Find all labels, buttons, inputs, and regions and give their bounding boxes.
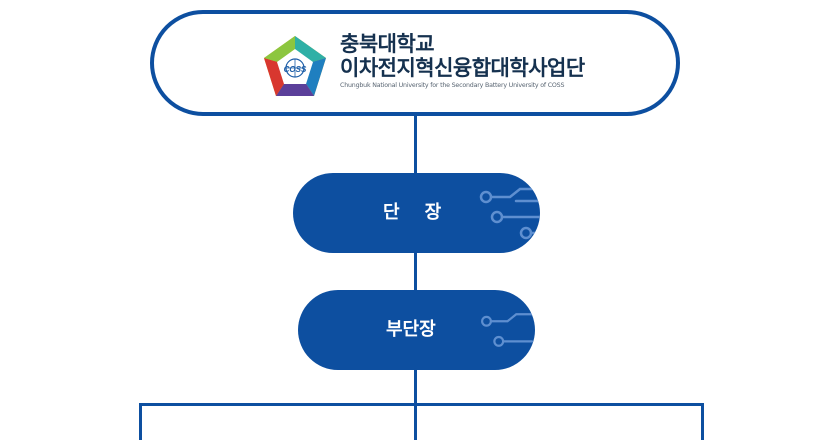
organization-name: 충북대학교 이차전지혁신융합대학사업단 Chungbuk National Un… bbox=[340, 32, 585, 92]
vice-director-label: 부단장 bbox=[386, 319, 436, 340]
director-node: 단 장 bbox=[293, 173, 540, 253]
english-name: Chungbuk National University for the Sec… bbox=[340, 82, 565, 89]
connector-middle bbox=[414, 252, 417, 292]
connector-top bbox=[414, 116, 417, 174]
project-name: 이차전지혁신융합대학사업단 bbox=[340, 56, 585, 80]
circuit-decoration-icon bbox=[481, 313, 534, 347]
coss-logo-icon: COSS bbox=[264, 36, 326, 96]
vice-director-node: 부단장 bbox=[298, 290, 535, 370]
logo-text: COSS bbox=[284, 65, 307, 74]
branch-right bbox=[701, 403, 704, 440]
university-name: 충북대학교 bbox=[340, 32, 435, 56]
branch-horizontal bbox=[139, 403, 704, 406]
organization-node: COSS 충북대학교 이차전지혁신융합대학사업단 Chungbuk Nation… bbox=[150, 10, 680, 116]
branch-left bbox=[139, 403, 142, 440]
circuit-decoration-icon bbox=[479, 187, 540, 240]
director-label: 단 장 bbox=[383, 202, 442, 223]
